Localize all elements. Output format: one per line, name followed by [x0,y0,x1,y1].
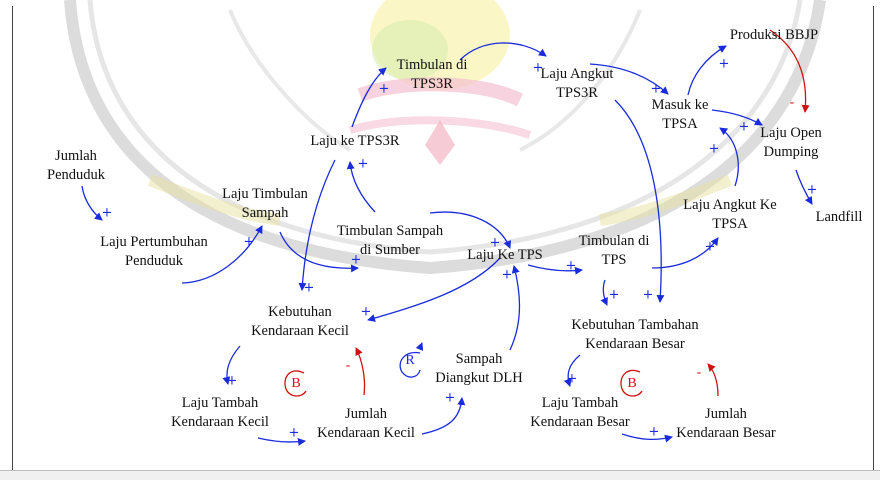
loop-r-arc [399,351,421,378]
link-timbulan-tps-to-laju-angkut-tpsa [651,237,719,269]
link-jumlah-kecil-to-kebutuhan-kecil [355,347,366,396]
polarity-sign: + [489,235,501,251]
link-laju-ke-tps-to-kebutuhan-kecil [367,257,501,322]
link-laju-ke-tps-to-timbulan-tps [527,264,583,275]
polarity-sign: + [101,205,113,221]
polarity-sign: + [565,258,577,274]
polarity-sign: + [532,60,544,76]
link-masuk-tpsa-to-laju-open-dumping [711,109,763,126]
polarity-sign: + [806,182,818,198]
polarity-sign: + [708,141,720,157]
polarity-sign: + [566,371,578,387]
node-laju-ke-tps3r: Laju ke TPS3R [310,133,400,149]
link-laju-pertumbuhan-to-laju-timbulan [181,225,263,284]
polarity-sign: - [345,358,351,374]
link-kebutuhan-kecil-to-laju-tambah-kecil [222,345,241,385]
link-laju-angkut-tps3r-to-masuk-tpsa [589,63,669,95]
link-open-dumping-to-landfill [795,169,813,205]
link-laju-angkut-tpsa-to-masuk-tpsa [719,127,739,187]
polarity-sign: + [243,234,255,250]
node-laju-ke-tps: Laju Ke TPS [467,247,543,263]
polarity-sign: + [444,390,456,406]
link-jumlah-kecil-to-sampah-diangkut [421,397,466,435]
loop-balancing-besar: B [627,376,637,391]
polarity-sign: + [288,425,300,441]
polarity-sign: + [303,280,315,296]
link-produksi-bbjp-to-open-dumping [769,29,810,113]
link-laju-tambah-kecil-to-jumlah-kecil [257,437,306,446]
link-timbulan-sumber-to-laju-tps3r [346,161,376,213]
polarity-sign: + [608,287,620,303]
polarity-sign: - [696,365,702,381]
link-kebutuhan-besar-to-laju-tambah-besar [563,354,581,387]
polarity-sign: + [642,287,654,303]
loop-b-arc-right [620,369,643,397]
polarity-sign: + [226,373,238,389]
link-laju-timbulan-to-timbulan-sumber [279,231,359,273]
link-sampah-diangkut-to-laju-ke-tps [509,265,521,351]
link-laju-tps3r-to-kebutuhan-kecil [298,159,336,291]
polarity-sign: - [789,95,795,111]
polarity-sign: + [718,56,730,72]
frame-bottom-bar [0,470,880,480]
polarity-sign: + [704,239,716,255]
link-laju-tps3r-to-timbulan-tps3r [351,67,387,128]
polarity-sign: + [357,156,369,172]
node-produksi-bbjp: Produksi BBJP [729,27,819,43]
polarity-sign: + [501,267,513,283]
polarity-sign: + [648,424,660,440]
polarity-sign: + [350,252,362,268]
loop-balancing-kecil: B [291,376,301,391]
link-masuk-tpsa-to-produksi-bbjp [687,45,727,96]
link-timbulan-tps3r-to-laju-angkut-tps3r [459,42,547,61]
link-laju-tambah-besar-to-jumlah-besar [621,433,673,443]
link-timbulan-tps-to-kebutuhan-besar [600,279,608,306]
node-landfill: Landfill [815,209,863,225]
polarity-sign: + [738,119,750,135]
link-laju-angkut-tps3r-to-kebutuhan-besar [614,99,665,303]
diagram-frame [12,6,874,472]
polarity-sign: + [378,81,390,97]
link-jumlah-penduduk-to-laju-pertumbuhan [81,185,103,221]
polarity-sign: + [650,81,662,97]
link-jumlah-besar-to-kebutuhan-besar [707,363,719,397]
loop-b-arc-left [284,370,307,397]
loop-reinforcing: R [405,353,415,368]
polarity-sign: + [360,304,372,320]
link-timbulan-sumber-to-laju-ke-tps [429,211,511,249]
